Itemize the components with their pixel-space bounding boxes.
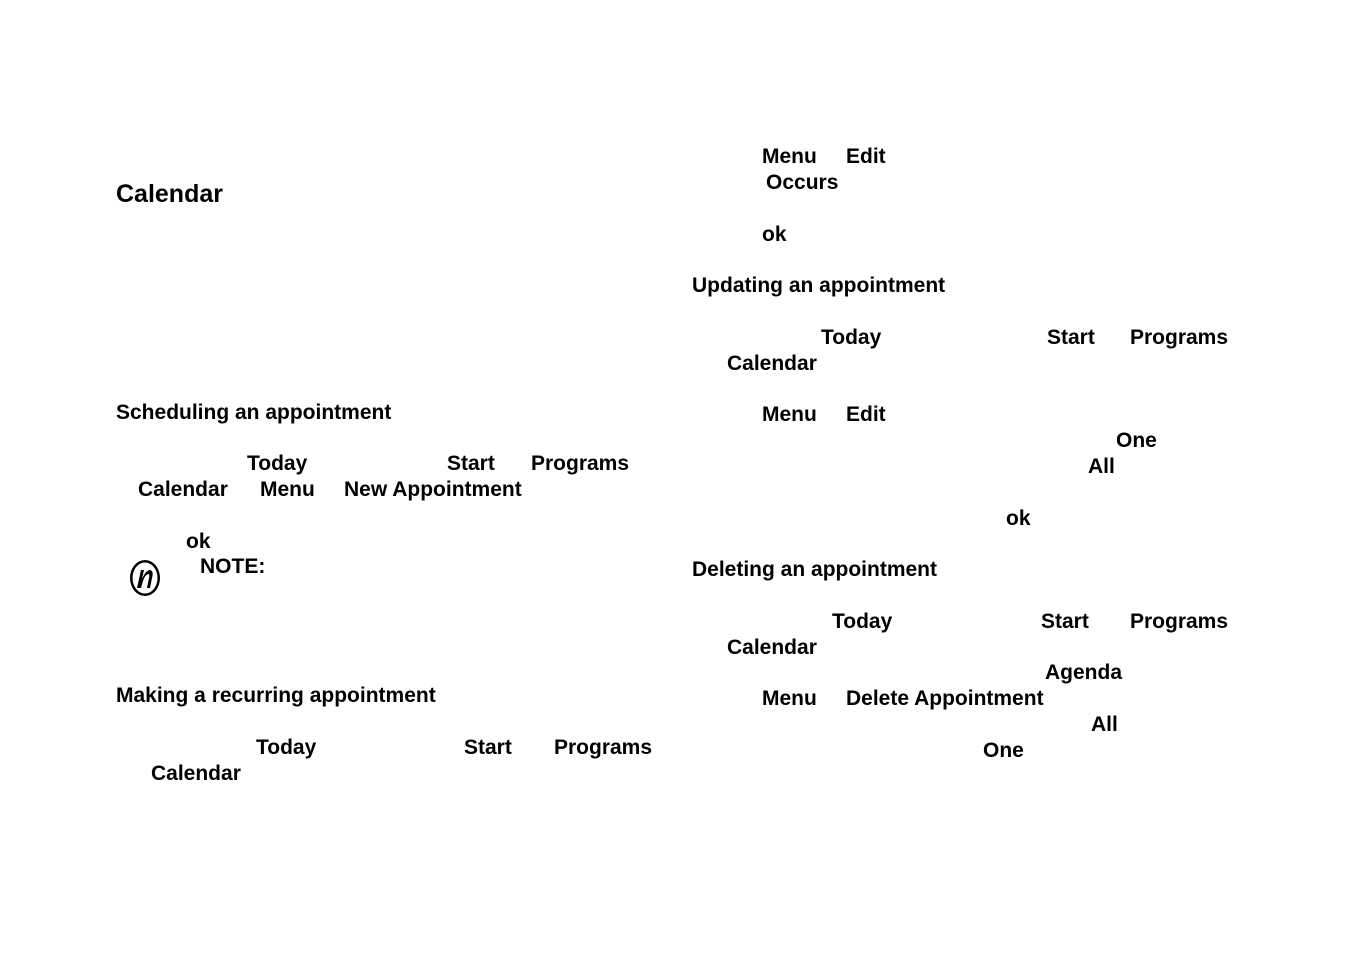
scheduling-heading: Scheduling an appointment [116, 401, 392, 424]
updating-one-label: One [1116, 429, 1157, 452]
updating-heading: Updating an appointment [692, 274, 946, 297]
scheduling-today-label: Today [247, 452, 308, 475]
scheduling-calendar-label: Calendar [138, 478, 228, 501]
updating-start-label: Start [1047, 326, 1095, 349]
recurring-programs-label: Programs [554, 736, 653, 759]
recurring-start-label: Start [464, 736, 512, 759]
scheduling-programs-label: Programs [531, 452, 630, 475]
updating-menu-label: Menu [762, 403, 817, 426]
scheduling-ok-label: ok [186, 530, 211, 553]
deleting-calendar-label: Calendar [727, 636, 817, 659]
deleting-delete-appointment-label: Delete Appointment [846, 687, 1044, 710]
updating-all-label: All [1088, 455, 1115, 478]
recurring-calendar-label: Calendar [151, 762, 241, 785]
deleting-agenda-label: Agenda [1045, 661, 1123, 684]
deleting-heading: Deleting an appointment [692, 558, 938, 581]
recurring-heading: Making a recurring appointment [116, 684, 436, 707]
recurring-ok-label: ok [762, 223, 787, 246]
note-label: NOTE: [200, 555, 266, 578]
deleting-menu-label: Menu [762, 687, 817, 710]
recurring-today-label: Today [256, 736, 317, 759]
updating-edit-label: Edit [846, 403, 886, 426]
deleting-start-label: Start [1041, 610, 1089, 633]
note-icon [130, 560, 160, 596]
updating-ok-label: ok [1006, 507, 1031, 530]
page-title: Calendar [116, 180, 223, 208]
updating-calendar-label: Calendar [727, 352, 817, 375]
recurring-edit-label: Edit [846, 145, 886, 168]
updating-programs-label: Programs [1130, 326, 1229, 349]
scheduling-new-appointment-label: New Appointment [344, 478, 522, 501]
deleting-programs-label: Programs [1130, 610, 1229, 633]
deleting-all-label: All [1091, 713, 1118, 736]
recurring-occurs-label: Occurs [766, 171, 839, 194]
scheduling-menu-label: Menu [260, 478, 315, 501]
scheduling-start-label: Start [447, 452, 495, 475]
deleting-one-label: One [983, 739, 1024, 762]
deleting-today-label: Today [832, 610, 893, 633]
updating-today-label: Today [821, 326, 882, 349]
recurring-menu-label: Menu [762, 145, 817, 168]
